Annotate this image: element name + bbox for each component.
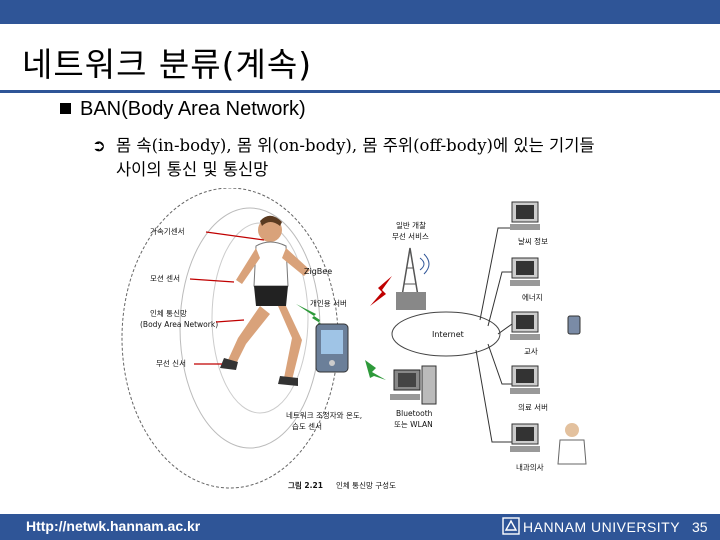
bluetooth-label: Bluetooth [396, 409, 433, 418]
bullet-sub-line1: 몸 속(in-body), 몸 위(on-body), 몸 주위(off-bod… [116, 136, 595, 155]
zigbee-label: ZigBee [304, 267, 332, 276]
action-sensor-label: 무선 신서 [156, 359, 186, 368]
computer-icon-energy [510, 257, 540, 286]
doctor-label: 내과의사 [516, 462, 544, 472]
hospital-label: 교사 [524, 347, 538, 356]
figure-caption-number: 그림 2.21 [288, 480, 323, 490]
motion-sensor-label: 모션 센서 [150, 273, 180, 283]
figure-caption-text: 인체 통신망 구성도 [336, 480, 396, 490]
runner-figure [220, 215, 310, 386]
top-bar [0, 0, 720, 24]
cell-tower-icon [396, 247, 430, 310]
inner-ring [211, 222, 309, 414]
doctor-icon [557, 423, 587, 465]
heart-sensor-label: 가속기센서 [150, 226, 185, 236]
title-divider [0, 90, 720, 93]
energy-label: 에너지 [522, 292, 543, 302]
computer-icon-hospital [510, 311, 540, 340]
red-lightning-arrow-upper [370, 276, 392, 306]
square-bullet-icon [60, 103, 71, 114]
computer-icon-medical-server [510, 365, 540, 394]
internet-label: Internet [432, 330, 464, 339]
university-logo-icon [502, 517, 520, 535]
left-label-group: 가속기센서 모션 센서 인체 통신망 (Body Area Network) 무… [140, 226, 265, 368]
pda-icon [315, 323, 349, 373]
bullet-main: BAN(Body Area Network) [60, 98, 306, 121]
phone-icon [567, 315, 581, 335]
mobile-service-label: 일반 개찰 [396, 220, 426, 230]
body-area-network-label: (Body Area Network) [140, 320, 218, 329]
footer-bar [0, 514, 720, 540]
network-coord-label: 네트워크 조정자와 온도, [286, 410, 362, 420]
computer-icon-weather [510, 201, 540, 230]
bullet-main-text: BAN(Body Area Network) [80, 98, 306, 120]
connection-lines [475, 227, 513, 443]
desktop-pc-icon [390, 365, 437, 405]
weather-info-label: 날씨 정보 [518, 236, 548, 246]
human-network-label: 인체 통신망 [150, 308, 187, 318]
wlan-label: 또는 WLAN [394, 420, 433, 429]
personal-server-label: 개인용 서버 [310, 298, 347, 308]
wireless-service-label: 무선 서비스 [392, 232, 429, 241]
arrow-bullet-icon: ➲ [92, 136, 106, 155]
footer-university: HANNAM UNIVERSITY [523, 519, 681, 535]
bullet-sub-line2: 사이의 통신 및 통신망 [116, 160, 269, 179]
humidity-sensor-label: 습도 센서 [292, 421, 322, 431]
page-number: 35 [692, 519, 708, 535]
internet-cloud [391, 311, 501, 357]
slide-title: 네트워크 분류(계속) [22, 45, 313, 84]
medical-server-label: 의료 서버 [518, 402, 548, 412]
computer-icon-doctor [510, 423, 540, 452]
red-lightning-arrow-lower [365, 360, 386, 380]
footer-url: Http://netwk.hannam.ac.kr [26, 518, 201, 534]
ban-diagram: 가속기센서 모션 센서 인체 통신망 (Body Area Network) 무… [121, 188, 587, 490]
